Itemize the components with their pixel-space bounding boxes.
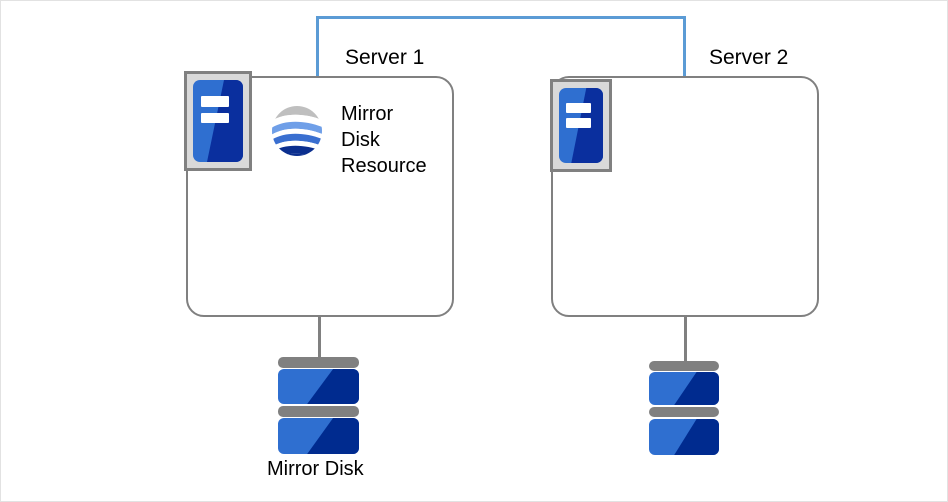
server-2-server-icon [550,79,612,172]
server-1-server-icon [184,71,252,171]
network-link-top-segment [316,16,686,19]
network-link-right-segment [683,16,686,78]
server-2-box [551,76,819,317]
network-link-left-segment [316,16,319,78]
server-1-disk-stack-icon [278,357,359,454]
mirror-disk-resource-label-line-1: Mirror [341,103,394,125]
server-2-disk-connector [684,317,687,361]
mirror-disk-resource-label-line-2: Disk [341,129,380,151]
server-2-label: Server 2 [709,46,789,69]
server-1-disk-connector [318,317,321,357]
server-2-disk-stack-icon [649,361,719,455]
mirror-disk-resource-label-line-3: Resource [341,155,427,177]
mirror-disk-label: Mirror Disk [267,458,364,480]
mirror-disk-resource-globe-icon [271,105,323,157]
server-1-label: Server 1 [345,46,425,69]
